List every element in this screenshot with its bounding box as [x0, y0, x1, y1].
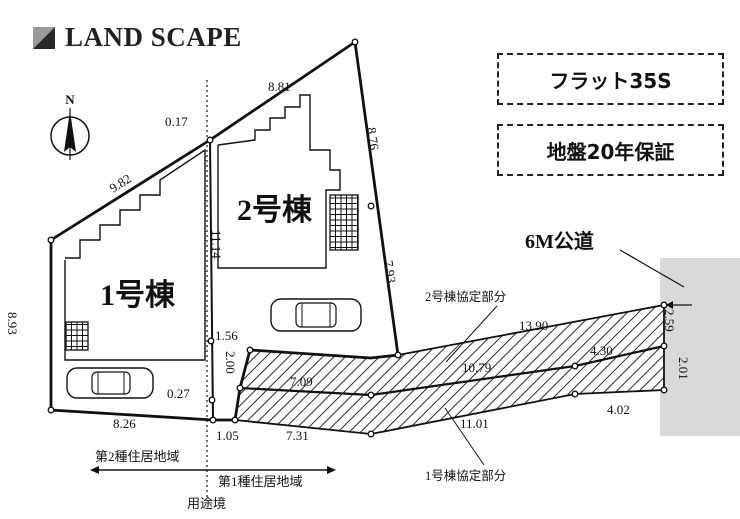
north-compass-icon	[50, 108, 90, 160]
dimension-labels: 8.81 8.76 0.17 9.82 11.14 7.93 8.93 1.56…	[5, 79, 691, 443]
dim-8-81: 8.81	[268, 79, 291, 94]
car-lot1-icon	[66, 367, 154, 399]
dim-8-26: 8.26	[113, 416, 136, 431]
zone2-label: 第2種住居地域	[95, 449, 180, 464]
road-area	[660, 258, 740, 436]
dim-4-30: 4.30	[590, 343, 613, 358]
road-leader-line	[619, 249, 685, 288]
dim-0-17: 0.17	[165, 114, 188, 129]
lot2-shared-label: 2号棟協定部分	[425, 289, 506, 304]
brand-name: LAND SCAPE	[65, 22, 242, 52]
lot1-stair-icon	[65, 321, 89, 351]
road-label: 6M公道	[525, 229, 594, 253]
building-2-outline	[217, 94, 341, 269]
brand-logo: LAND SCAPE	[33, 22, 242, 53]
dim-7-31: 7.31	[286, 428, 309, 443]
strip-divider-line	[239, 344, 665, 397]
zone1-arrow-icon	[327, 466, 336, 474]
road-arrow-icon	[666, 301, 673, 309]
dim-2-59: 2.59	[662, 309, 677, 332]
lot1-label: 1号棟	[100, 279, 176, 312]
dim-0-27: 0.27	[167, 386, 190, 401]
badge-flat35s: フラット35S	[497, 53, 724, 105]
zone1-label: 第1種住居地域	[218, 474, 303, 489]
lot-divider-line	[209, 139, 214, 421]
dim-13-90: 13.90	[519, 318, 548, 333]
zone2-arrow-icon	[90, 466, 99, 474]
compass-north-label: N	[65, 92, 75, 107]
lot1-shared-label: 1号棟協定部分	[425, 468, 506, 483]
dim-7-93: 7.93	[381, 259, 399, 284]
dim-11-14: 11.14	[209, 230, 224, 259]
dim-11-01: 11.01	[460, 416, 489, 431]
dim-8-93: 8.93	[5, 312, 20, 335]
dim-2-00: 2.00	[223, 351, 238, 374]
car-lot2-icon	[270, 298, 362, 332]
dim-2-01: 2.01	[676, 357, 691, 380]
lot2-label: 2号棟	[237, 194, 313, 227]
dim-1-56: 1.56	[215, 328, 238, 343]
dim-4-02: 4.02	[607, 402, 630, 417]
dim-10-79: 10.79	[462, 360, 491, 375]
dim-1-05: 1.05	[216, 428, 239, 443]
badge-ground-warranty: 地盤20年保証	[497, 124, 724, 176]
lot1-shared-leader	[444, 407, 485, 466]
brand-mark-icon	[33, 26, 55, 49]
dim-8-76: 8.76	[364, 126, 382, 151]
building-1-outline	[64, 148, 206, 361]
dim-7-09: 7.09	[290, 374, 313, 389]
lot2-shared-leader	[445, 305, 498, 363]
corner-markers	[47, 38, 668, 438]
lot2-stair-icon	[329, 194, 359, 251]
zoning-boundary-label: 用途境	[187, 496, 226, 511]
